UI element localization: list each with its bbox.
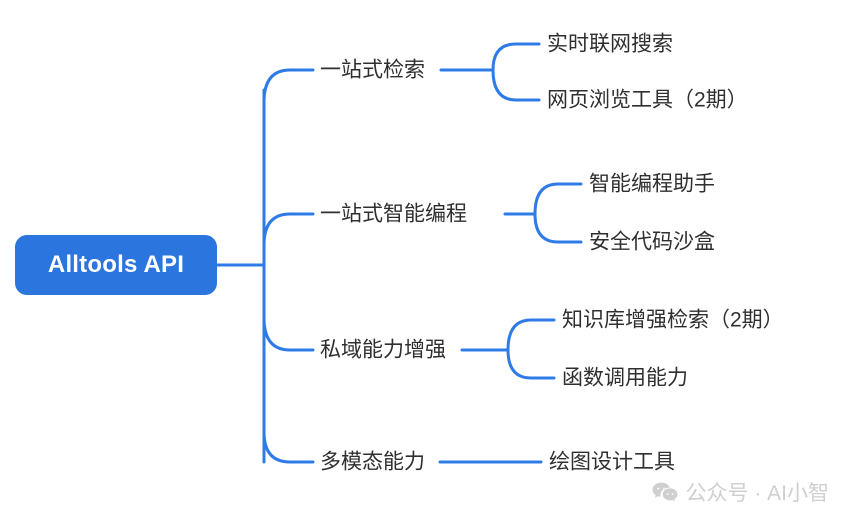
connector-fork-2-child-1: [533, 182, 583, 216]
branch-node-1[interactable]: 一站式检索: [320, 58, 425, 82]
branch-node-4[interactable]: 多模态能力: [320, 450, 425, 474]
watermark-text: 公众号 · AI小智: [685, 482, 829, 505]
connector-fork-2-child-2: [533, 212, 583, 244]
leaf-node-2-1[interactable]: 智能编程助手: [589, 172, 715, 196]
branch-node-2[interactable]: 一站式智能编程: [320, 202, 467, 226]
root-node-label: Alltools API: [47, 251, 185, 278]
leaf-node-1-2[interactable]: 网页浏览工具（2期）: [547, 88, 748, 112]
connector-branch-3: [262, 316, 315, 352]
leaf-node-3-2[interactable]: 函数调用能力: [562, 366, 688, 390]
wechat-icon: [652, 482, 678, 502]
watermark: 公众号 · AI小智: [652, 477, 829, 507]
connector-branch-2: [262, 212, 315, 247]
connector-branch-4: [262, 430, 315, 464]
leaf-node-4-1[interactable]: 绘图设计工具: [549, 450, 675, 474]
branch-node-3[interactable]: 私域能力增强: [320, 338, 446, 362]
leaf-node-2-2[interactable]: 安全代码沙盒: [589, 230, 715, 254]
connector-branch-1: [262, 68, 315, 104]
leaf-node-1-1[interactable]: 实时联网搜索: [547, 32, 673, 56]
leaf-node-3-1[interactable]: 知识库增强检索（2期）: [562, 308, 784, 332]
root-node[interactable]: Alltools API: [15, 235, 217, 295]
connector-fork-3-child-1: [506, 318, 556, 352]
connector-fork-1-child-2: [491, 68, 541, 102]
connector-fork-1-child-1: [491, 42, 541, 72]
connector-fork-3-child-2: [506, 348, 556, 380]
